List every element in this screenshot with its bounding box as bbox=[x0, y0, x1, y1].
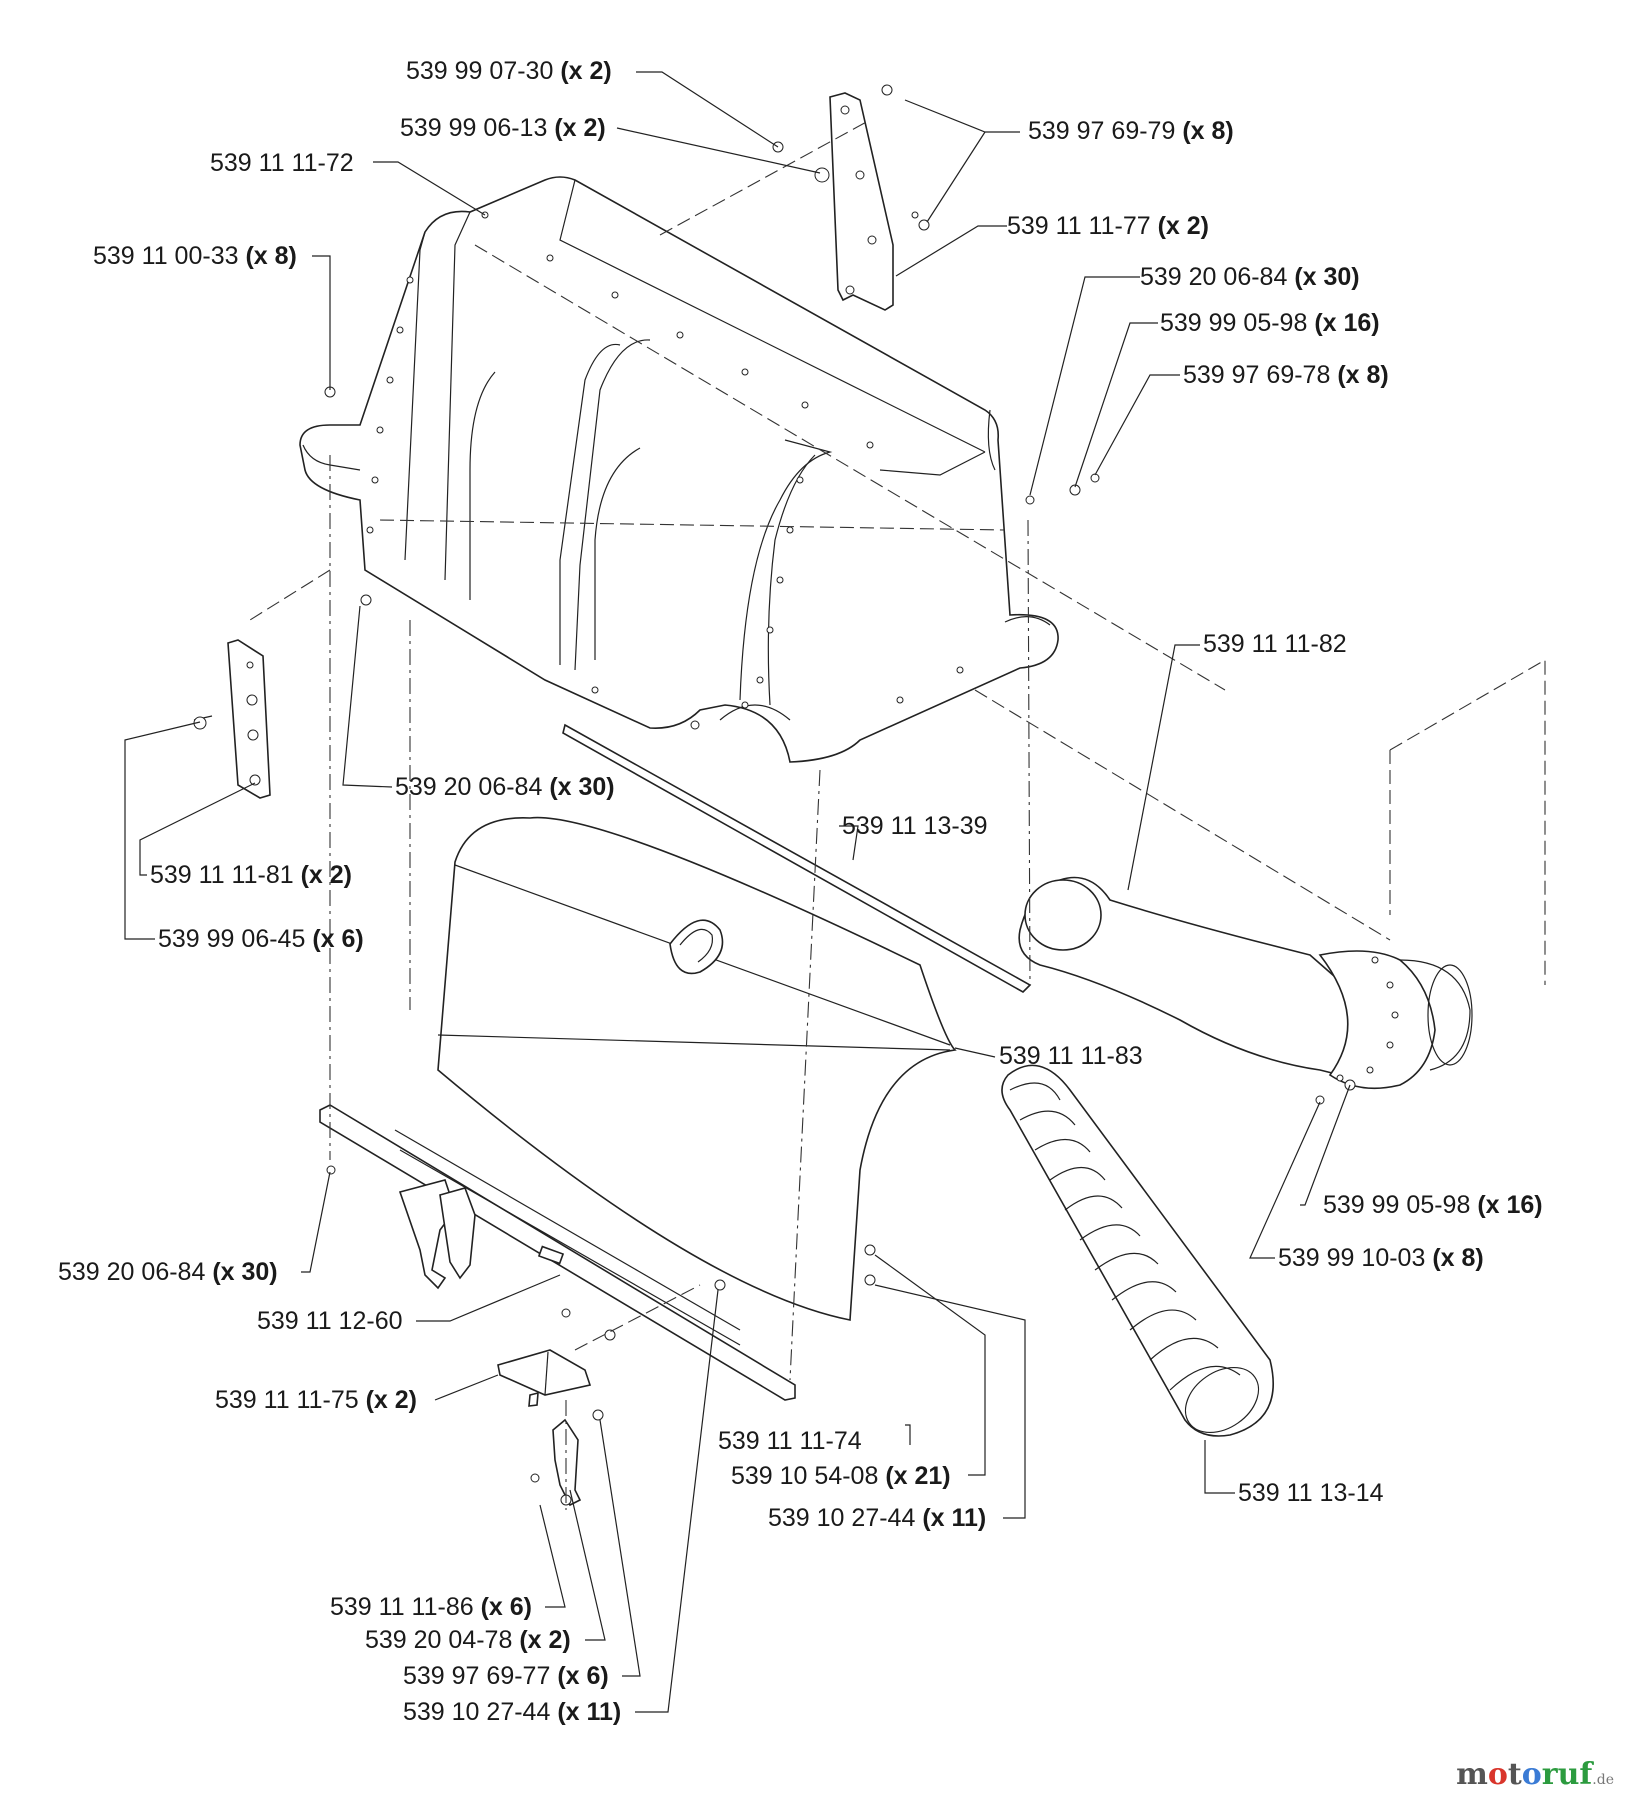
part-label: 539 20 06-84 (x 30) bbox=[58, 1258, 278, 1286]
part-label: 539 97 69-78 (x 8) bbox=[1183, 361, 1389, 389]
door-panel bbox=[437, 816, 957, 1321]
part-label: 539 20 06-84 (x 30) bbox=[1140, 263, 1360, 291]
part-label: 539 97 69-79 (x 8) bbox=[1028, 117, 1234, 145]
part-label: 539 20 04-78 (x 2) bbox=[365, 1626, 571, 1654]
part-labels: 539 99 07-30 (x 2) 539 99 06-13 (x 2) 53… bbox=[58, 57, 1543, 1726]
part-label: 539 99 06-13 (x 2) bbox=[400, 114, 606, 142]
flex-hose bbox=[1001, 1064, 1274, 1437]
drawing bbox=[124, 71, 1546, 1713]
part-label: 539 20 06-84 (x 30) bbox=[395, 773, 615, 801]
part-label: 539 11 11-83 bbox=[999, 1042, 1143, 1070]
bottom-rail bbox=[319, 1104, 796, 1401]
part-label: 539 97 69-77 (x 6) bbox=[403, 1662, 609, 1690]
part-label: 539 11 11-82 bbox=[1203, 630, 1347, 658]
part-label: 539 99 06-45 (x 6) bbox=[158, 925, 364, 953]
part-label: 539 11 13-39 bbox=[842, 812, 988, 840]
assembly-lines bbox=[249, 119, 1546, 1510]
discharge-chute bbox=[1018, 876, 1473, 1090]
part-label: 539 11 00-33 (x 8) bbox=[93, 242, 297, 270]
part-label: 539 11 12-60 bbox=[257, 1307, 403, 1335]
part-label: 539 99 05-98 (x 16) bbox=[1160, 309, 1380, 337]
part-label: 539 11 11-81 (x 2) bbox=[150, 861, 352, 889]
part-label: 539 99 07-30 (x 2) bbox=[406, 57, 612, 85]
part-label: 539 99 10-03 (x 8) bbox=[1278, 1244, 1484, 1272]
part-label: 539 11 11-75 (x 2) bbox=[215, 1386, 417, 1414]
seal-strip bbox=[562, 723, 1032, 993]
leader-lines bbox=[124, 71, 1351, 1713]
part-label: 539 11 11-72 bbox=[210, 149, 354, 177]
part-label: 539 99 05-98 (x 16) bbox=[1323, 1191, 1543, 1219]
top-bracket bbox=[829, 92, 919, 311]
fasteners bbox=[324, 84, 1356, 1483]
part-label: 539 10 27-44 (x 11) bbox=[403, 1698, 621, 1726]
part-label: 539 11 11-77 (x 2) bbox=[1007, 212, 1209, 240]
part-label: 539 10 27-44 (x 11) bbox=[768, 1504, 986, 1532]
latch-bracket bbox=[497, 1349, 592, 1507]
watermark-logo: motoruf.de bbox=[1456, 1757, 1614, 1792]
upper-hood bbox=[299, 176, 1059, 763]
side-plate bbox=[193, 639, 271, 799]
part-label: 539 11 11-74 bbox=[718, 1427, 862, 1455]
part-label: 539 11 11-86 (x 6) bbox=[330, 1593, 532, 1621]
hood-holes bbox=[366, 211, 964, 709]
part-label: 539 10 54-08 (x 21) bbox=[731, 1462, 951, 1490]
part-label: 539 11 13-14 bbox=[1238, 1479, 1384, 1507]
